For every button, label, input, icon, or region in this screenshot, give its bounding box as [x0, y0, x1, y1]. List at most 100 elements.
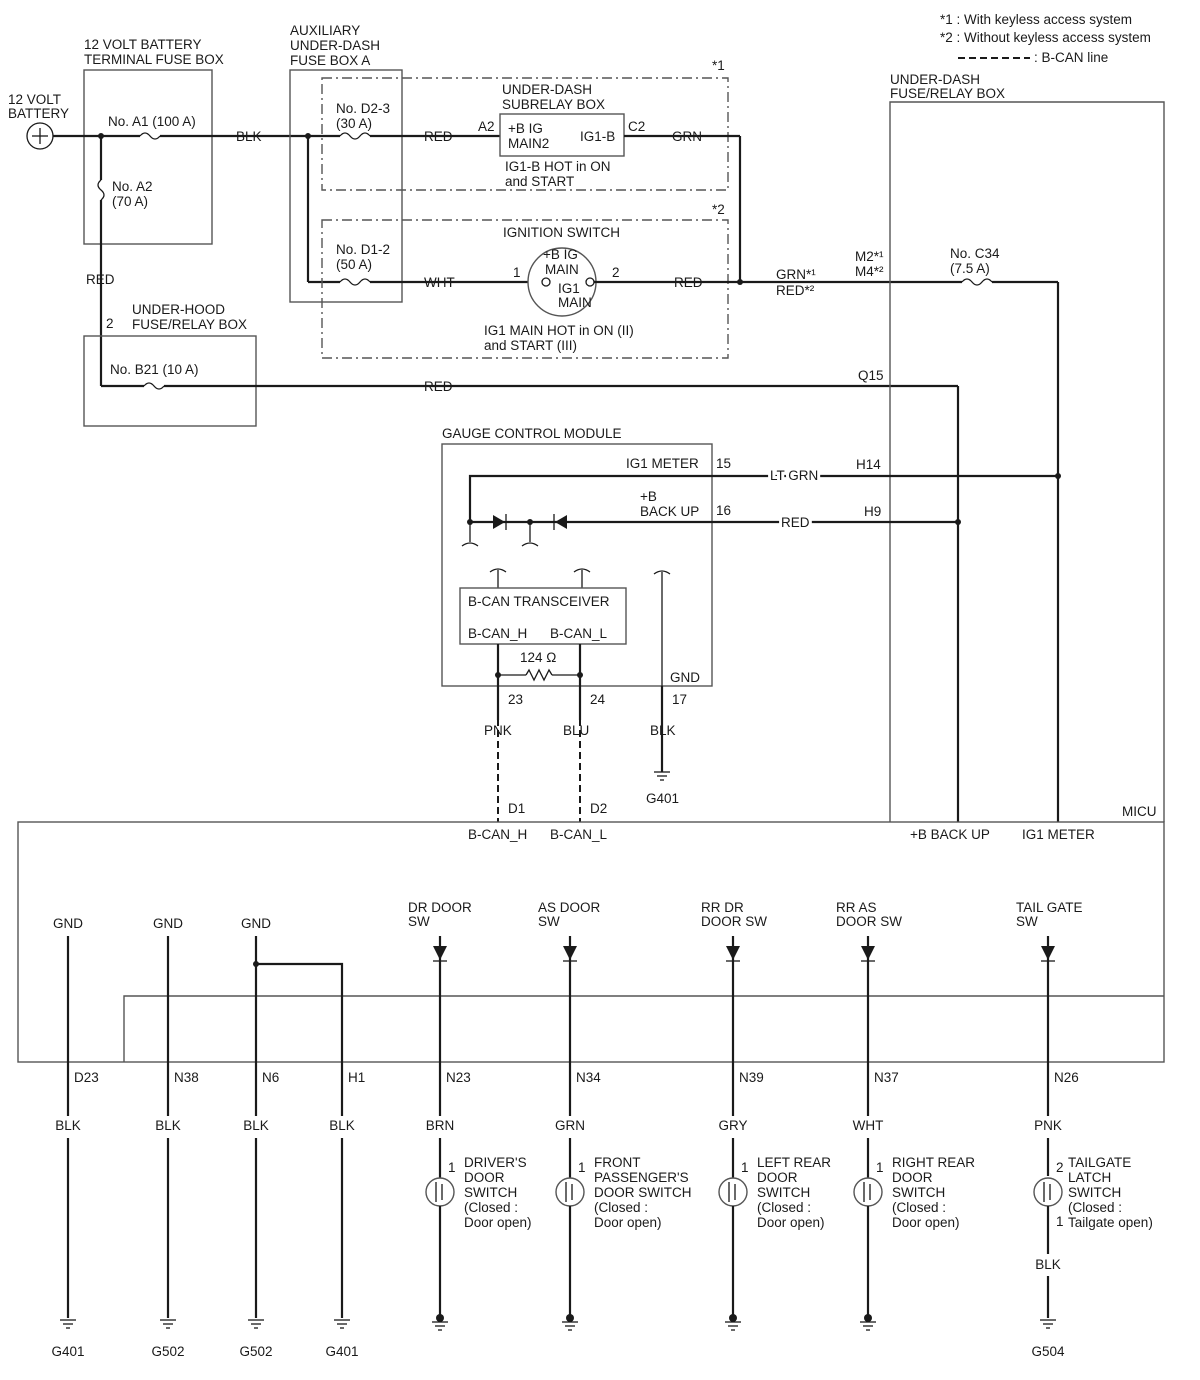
micu-ig1meter: IG1 METER	[1022, 827, 1095, 842]
wire-color-N38: BLK	[155, 1118, 181, 1133]
pin-N23: N23	[446, 1070, 471, 1085]
switch-label-3-0: RIGHT REAR	[892, 1155, 975, 1170]
switch-label-0-4: Door open)	[464, 1215, 532, 1230]
bcan-transceiver-label: B-CAN TRANSCEIVER	[468, 594, 610, 609]
switch-label-1-1: PASSENGER'S	[594, 1170, 689, 1185]
switch-label-4-1: LATCH	[1068, 1170, 1111, 1185]
gauge-bb-2: BACK UP	[640, 504, 699, 519]
wire-color-tailgate-blk: BLK	[1035, 1257, 1061, 1272]
gauge-ig1meter: IG1 METER	[626, 456, 699, 471]
fuse-d12-label-2: (50 A)	[336, 257, 372, 272]
diode-left-icon	[493, 515, 505, 529]
star-2-label: *2	[712, 202, 725, 217]
ignition-note-2: and START (III)	[484, 338, 577, 353]
wire-label-grn: GRN	[672, 129, 702, 144]
bottom-connectors: GNDD23BLKG401GNDN38BLKG502GNDN6BLKG502H1…	[51, 900, 1152, 1359]
underdash-pin-m4: M4*²	[855, 264, 884, 279]
subrelay-in-2: MAIN2	[508, 136, 549, 151]
pin-N38: N38	[174, 1070, 199, 1085]
pin-N39: N39	[739, 1070, 764, 1085]
wire-label-blk-17: BLK	[650, 723, 676, 738]
switch-pin-0: 1	[448, 1160, 456, 1175]
ground-label-G502-2: G502	[239, 1344, 272, 1359]
fuse-d23-label-1: No. D2-3	[336, 101, 390, 116]
micu-label2-N37: DOOR SW	[836, 914, 902, 929]
switch-label-1-0: FRONT	[594, 1155, 641, 1170]
gauge-pin-24: 24	[590, 692, 606, 707]
switch-label-1-4: Door open)	[594, 1215, 662, 1230]
gauge-pin-17: 17	[672, 692, 687, 707]
fuse-d23-icon	[339, 132, 371, 140]
subrelay-pin-a2: A2	[478, 119, 495, 134]
wire-label-wht: WHT	[424, 275, 455, 290]
pin-N37: N37	[874, 1070, 899, 1085]
wire-label-red-h9: RED	[781, 515, 810, 530]
ground-g401-gauge: G401	[646, 791, 679, 806]
switch-label-3-2: SWITCH	[892, 1185, 945, 1200]
ground-label-g504: G504	[1031, 1344, 1065, 1359]
switch-ground-dot-3	[864, 1314, 872, 1322]
switch-label-4-2: SWITCH	[1068, 1185, 1121, 1200]
wire-label-red-star: RED*²	[776, 283, 815, 298]
wire-color-N26: PNK	[1034, 1118, 1062, 1133]
switch-label-4-3: (Closed :	[1068, 1200, 1122, 1215]
ground-label-G401-3: G401	[325, 1344, 358, 1359]
subrelay-note-1: IG1-B HOT in ON	[505, 159, 611, 174]
wire-label-red-1: RED	[424, 129, 453, 144]
switch-pin2-4: 1	[1056, 1214, 1064, 1229]
aux-box-title-2: UNDER-DASH	[290, 38, 380, 53]
terminal-box-title-1: 12 VOLT BATTERY	[84, 37, 202, 52]
underdash-pin-h14: H14	[856, 457, 881, 472]
wire-color-N23: BRN	[426, 1118, 455, 1133]
pin-H1: H1	[348, 1070, 365, 1085]
micu-label2-N39: DOOR SW	[701, 914, 767, 929]
wire-label-ltgrn: LT GRN	[770, 468, 818, 483]
wire-color-D23: BLK	[55, 1118, 81, 1133]
door-switch-2-icon	[718, 1177, 748, 1207]
fuse-b21-label: No. B21 (10 A)	[110, 362, 199, 377]
switch-label-2-1: DOOR	[757, 1170, 798, 1185]
wire-label-blk: BLK	[236, 129, 262, 144]
door-switch-0-icon	[425, 1177, 455, 1207]
fuse-a1-label: No. A1 (100 A)	[108, 114, 196, 129]
wire-label-blu: BLU	[563, 723, 589, 738]
switch-label-3-1: DOOR	[892, 1170, 933, 1185]
ground-label-G401-0: G401	[51, 1344, 84, 1359]
ignition-t1: +B IG	[543, 247, 578, 262]
battery-icon	[26, 122, 54, 150]
diode-N37-icon	[861, 946, 875, 960]
micu-label-N23: DR DOOR	[408, 900, 472, 915]
underdash-pin-h9: H9	[864, 504, 881, 519]
micu-backup: +B BACK UP	[910, 827, 990, 842]
junction-n6	[253, 961, 259, 967]
wire-label-red-left: RED	[86, 272, 115, 287]
wire-label-red-b21: RED	[424, 379, 453, 394]
ignition-t2: MAIN	[545, 262, 579, 277]
aux-fuse-box	[289, 69, 403, 303]
battery-label-1: 12 VOLT	[8, 92, 61, 107]
diode-N39-icon	[726, 946, 740, 960]
switch-label-3-3: (Closed :	[892, 1200, 946, 1215]
wire-color-H1: BLK	[329, 1118, 355, 1133]
door-switch-4-icon	[1033, 1177, 1063, 1207]
diode-N23-icon	[433, 946, 447, 960]
switch-pin-2: 1	[741, 1160, 749, 1175]
fuse-a2-label-1: No. A2	[112, 179, 153, 194]
gauge-pin-16: 16	[716, 503, 731, 518]
wire-color-N39: GRY	[718, 1118, 747, 1133]
wire-label-grn-star: GRN*¹	[776, 267, 816, 282]
underdash-pin-m2: M2*¹	[855, 249, 884, 264]
fuse-a2-icon	[97, 179, 105, 201]
ignition-t4: MAIN	[558, 295, 592, 310]
subrelay-in-1: +B IG	[508, 121, 543, 136]
switch-label-4-4: Tailgate open)	[1068, 1215, 1153, 1230]
legend-bcan-label: : B-CAN line	[1034, 50, 1108, 65]
switch-label-1-3: (Closed :	[594, 1200, 648, 1215]
fuse-d23-label-2: (30 A)	[336, 116, 372, 131]
pin-N26: N26	[1054, 1070, 1079, 1085]
ignition-note-1: IG1 MAIN HOT in ON (II)	[484, 323, 634, 338]
switch-pin-1: 1	[578, 1160, 586, 1175]
aux-box-title-1: AUXILIARY	[290, 23, 360, 38]
switch-label-1-2: DOOR SWITCH	[594, 1185, 692, 1200]
micu-inner	[123, 995, 1164, 1062]
